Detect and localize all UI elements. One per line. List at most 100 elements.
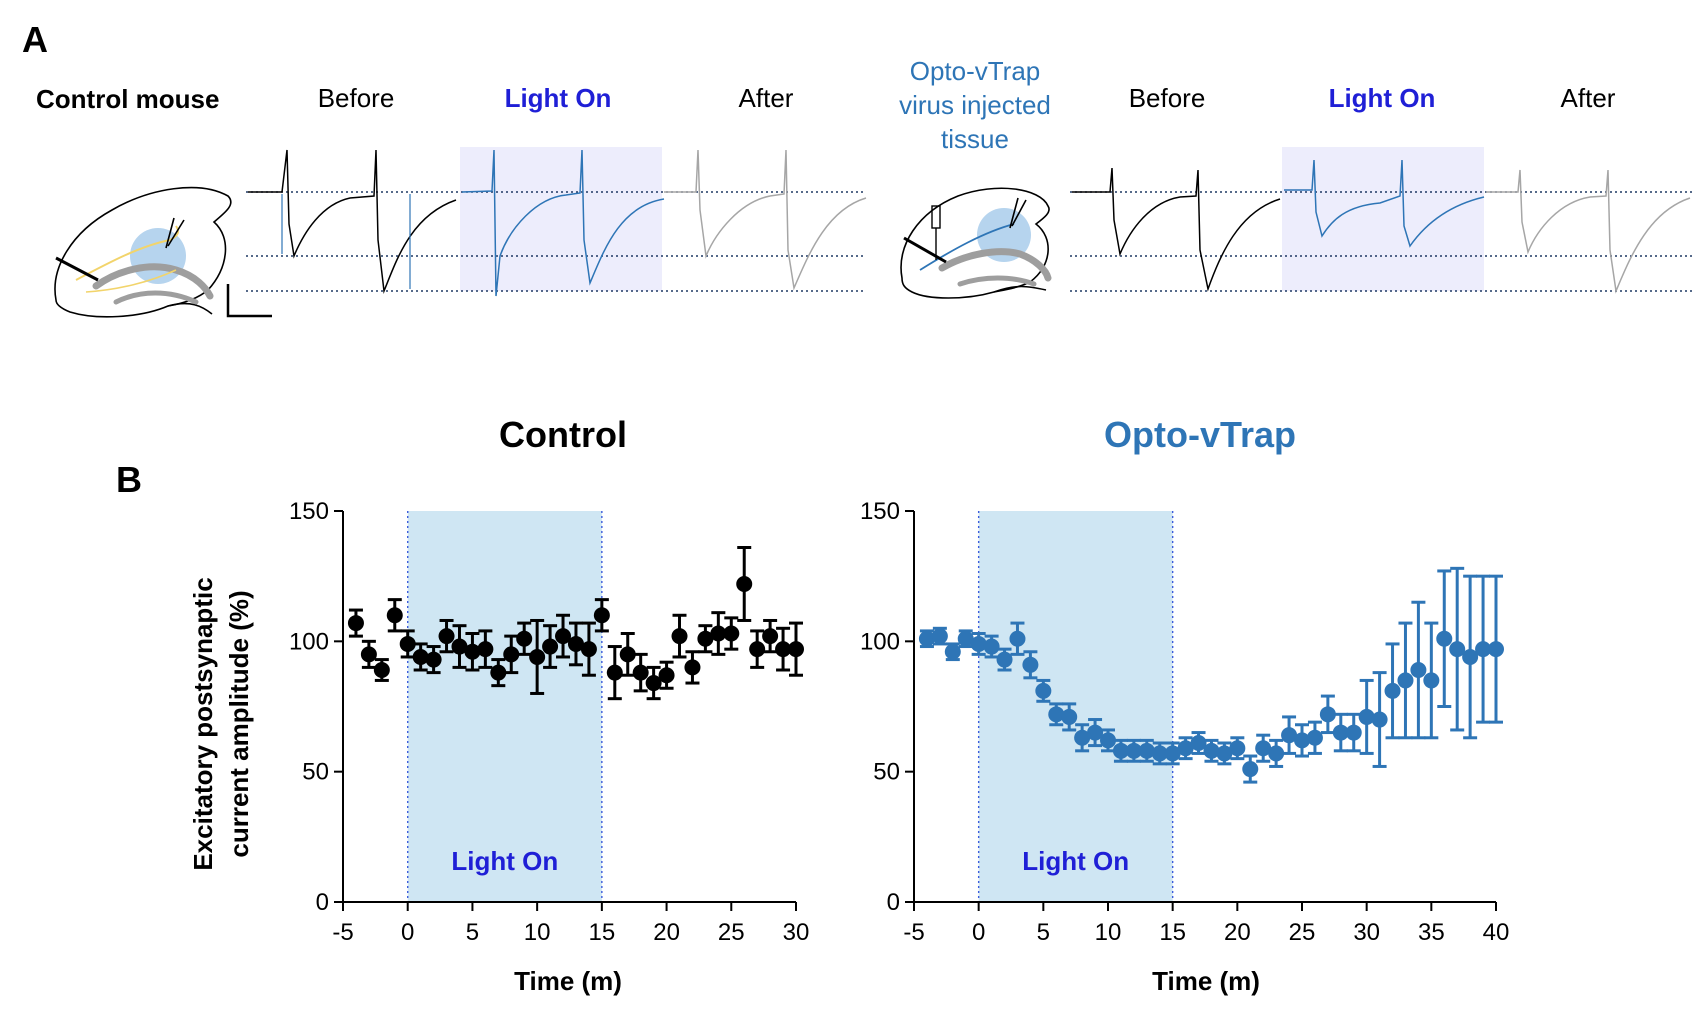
control-data-point [593, 607, 610, 624]
opto-data-point [1358, 708, 1375, 725]
control-band-label: Light On [451, 846, 558, 876]
opto-data-point [1009, 630, 1026, 647]
control-data-point [580, 641, 597, 658]
control-mouse-label: Control mouse [36, 84, 219, 114]
opto-after-label: After [1561, 83, 1616, 113]
control-data-point [555, 628, 572, 645]
opto-data-point [1436, 630, 1453, 647]
opto-data-point [1087, 724, 1104, 741]
control-data-point [503, 646, 520, 663]
control-data-point [464, 643, 481, 660]
opto-x-tick-label: -5 [903, 919, 924, 946]
control-data-point [399, 635, 416, 652]
opto-data-point [1035, 682, 1052, 699]
opto-light-on-label: Light On [1329, 83, 1436, 113]
control-x-tick-label: 15 [589, 919, 616, 946]
opto-x-axis-label: Time (m) [1152, 966, 1260, 996]
opto-data-point [1475, 641, 1492, 658]
opto-data-point [983, 638, 1000, 655]
opto-data-point [1384, 682, 1401, 699]
control-y-tick-label: 50 [302, 759, 329, 786]
opto-data-point [1255, 740, 1272, 757]
y-axis-label: Excitatory postsynaptic current amplitud… [188, 577, 254, 870]
control-data-point [386, 607, 403, 624]
y-axis-label-line1: Excitatory postsynaptic [188, 577, 218, 870]
opto-data-point [1022, 656, 1039, 673]
opto-data-point [1462, 648, 1479, 665]
control-brain-schematic [54, 186, 232, 318]
opto-data-point [1164, 745, 1181, 762]
opto-data-point [1151, 745, 1168, 762]
control-x-tick-label: 10 [524, 919, 551, 946]
opto-x-tick-label: 40 [1483, 919, 1510, 946]
control-data-point [762, 628, 779, 645]
opto-data-point [1190, 734, 1207, 751]
opto-x-tick-label: 0 [972, 919, 985, 946]
opto-y-tick-label: 50 [873, 759, 900, 786]
control-data-point [542, 638, 559, 655]
scale-bar [226, 284, 272, 318]
control-after-label: After [739, 83, 794, 113]
control-data-point [671, 628, 688, 645]
opto-data-point [931, 628, 948, 645]
opto-tissue-label-line3: tissue [941, 124, 1009, 154]
control-y-tick-label: 0 [316, 889, 329, 916]
opto-brain-schematic [900, 187, 1052, 299]
control-light-on-label: Light On [505, 83, 612, 113]
opto-x-tick-label: 15 [1159, 919, 1186, 946]
opto-y-tick-label: 150 [860, 498, 900, 525]
control-data-point [516, 630, 533, 647]
control-data-point [360, 646, 377, 663]
control-x-tick-label: 20 [653, 919, 680, 946]
opto-data-point [1138, 742, 1155, 759]
opto-x-tick-label: 35 [1418, 919, 1445, 946]
control-data-point [529, 648, 546, 665]
control-data-point [619, 646, 636, 663]
opto-data-point [1410, 662, 1427, 679]
y-axis-label-line2: current amplitude (%) [224, 590, 254, 857]
opto-trace-light-band [1282, 147, 1484, 291]
control-data-point [477, 641, 494, 658]
control-data-point [710, 625, 727, 642]
control-x-tick-label: -5 [332, 919, 353, 946]
control-data-point [723, 625, 740, 642]
control-x-tick-label: 30 [783, 919, 810, 946]
opto-data-point [1112, 742, 1129, 759]
opto-data-point [1268, 745, 1285, 762]
control-y-tick-label: 100 [289, 628, 329, 655]
opto-data-point [1229, 740, 1246, 757]
opto-tissue-label-line2: virus injected [899, 90, 1051, 120]
opto-data-point [957, 630, 974, 647]
control-y-tick-label: 150 [289, 498, 329, 525]
control-data-point [736, 575, 753, 592]
opto-data-point [1423, 672, 1440, 689]
opto-data-point [1332, 724, 1349, 741]
opto-y-tick-label: 100 [860, 628, 900, 655]
control-data-point [788, 641, 804, 658]
opto-data-point [1216, 745, 1233, 762]
opto-light-on-band [978, 511, 1173, 902]
control-trace-light-band [460, 147, 662, 291]
control-data-point [451, 638, 468, 655]
control-data-point [412, 648, 429, 665]
control-x-axis-label: Time (m) [514, 966, 622, 996]
control-data-point [697, 630, 714, 647]
opto-data-point [1345, 724, 1362, 741]
control-x-tick-label: 25 [718, 919, 745, 946]
opto-data-point [1306, 729, 1323, 746]
opto-data-point [1449, 641, 1466, 658]
opto-data-point [1061, 708, 1078, 725]
opto-tissue-label-line1: Opto-vTrap [910, 56, 1041, 86]
control-data-point [684, 659, 701, 676]
control-data-point [645, 675, 662, 692]
opto-x-tick-label: 10 [1095, 919, 1122, 946]
control-x-tick-label: 5 [466, 919, 479, 946]
opto-before-label: Before [1129, 83, 1206, 113]
control-data-point [373, 662, 390, 679]
opto-band-label: Light On [1022, 846, 1129, 876]
control-before-label: Before [318, 83, 395, 113]
opto-data-point [996, 651, 1013, 668]
